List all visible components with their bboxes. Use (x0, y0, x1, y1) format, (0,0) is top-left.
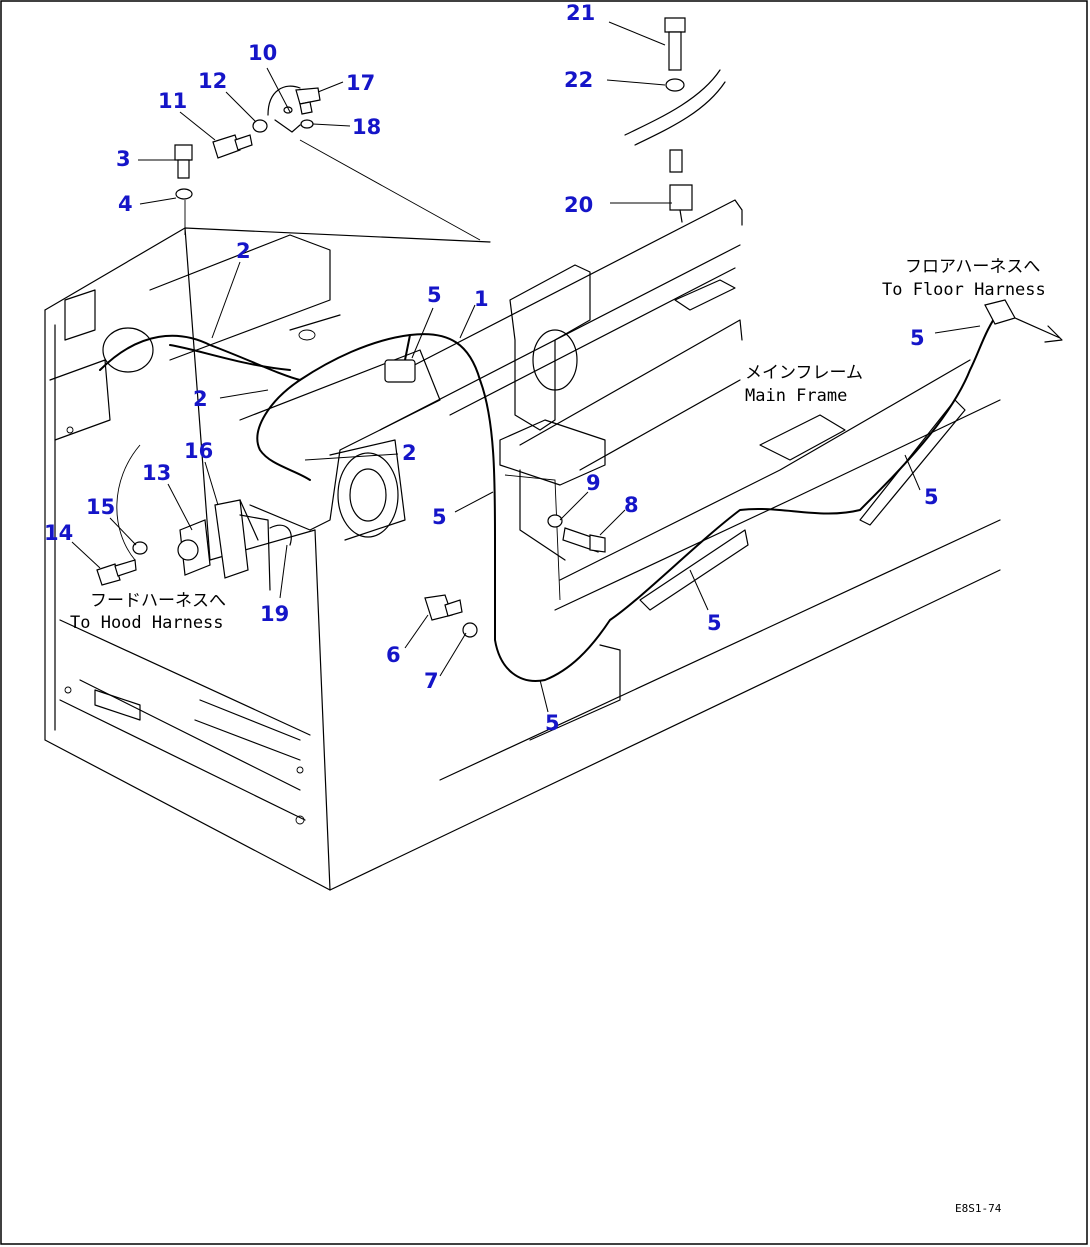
floor-harness-connector (984, 299, 1016, 325)
annotations: フロアハーネスへ To Floor Harness メインフレーム Main F… (70, 257, 1046, 1215)
callout-2: 2 (193, 387, 208, 411)
callout-5: 5 (707, 611, 722, 635)
bolt-3-group (174, 144, 193, 200)
callout-10: 10 (248, 41, 277, 65)
callout-16: 16 (184, 439, 213, 463)
leader-lines (71, 21, 981, 713)
callout-9: 9 (586, 471, 601, 495)
callout-1: 1 (474, 287, 489, 311)
main-frame-structure (329, 199, 1001, 891)
callout-2: 2 (402, 441, 417, 465)
horn-13-group (96, 519, 211, 586)
note-floor-harness-en: To Floor Harness (882, 280, 1046, 300)
callout-11: 11 (158, 89, 187, 113)
callout-22: 22 (564, 68, 593, 92)
callout-15: 15 (86, 495, 115, 519)
callout-5: 5 (924, 485, 939, 509)
bracket-16-group (214, 499, 292, 591)
harness-branch-upper (169, 344, 291, 371)
harness-branch-connector (404, 334, 411, 361)
callout-14: 14 (44, 521, 73, 545)
bolt-21-group (624, 17, 726, 223)
harness-branch-left (256, 379, 311, 481)
note-floor-harness-jp: フロアハーネスへ (905, 257, 1040, 277)
callout-13: 13 (142, 461, 171, 485)
bolt-6-group (424, 594, 478, 638)
callout-labels: 1 2 2 2 3 4 5 5 5 5 5 5 6 7 8 9 10 11 12… (44, 1, 939, 735)
callout-21: 21 (566, 1, 595, 25)
harness-main-run (99, 309, 1001, 682)
callout-12: 12 (198, 69, 227, 93)
note-main-frame-jp: メインフレーム (745, 363, 863, 383)
callout-18: 18 (352, 115, 381, 139)
drawing-code: E8S1-74 (955, 1202, 1002, 1215)
callout-5: 5 (427, 283, 442, 307)
callout-5: 5 (545, 711, 560, 735)
callout-2: 2 (236, 239, 251, 263)
sensor-10-group (267, 85, 321, 133)
callout-19: 19 (260, 602, 289, 626)
callout-7: 7 (424, 669, 439, 693)
callout-5: 5 (910, 326, 925, 350)
callout-8: 8 (624, 493, 639, 517)
note-main-frame-en: Main Frame (745, 386, 847, 406)
callout-5: 5 (432, 505, 447, 529)
note-hood-harness-jp: フードハーネスへ (90, 591, 226, 611)
note-hood-harness-en: To Hood Harness (70, 613, 224, 633)
wiring-harness (99, 309, 1001, 682)
bolt-11-group (212, 119, 268, 159)
hood-body-structure (44, 227, 491, 891)
bolt-8-group (547, 514, 606, 553)
floor-harness-arrow (1014, 317, 1063, 343)
callout-20: 20 (564, 193, 593, 217)
callout-6: 6 (386, 643, 401, 667)
callout-17: 17 (346, 71, 375, 95)
assembly-leader-top (184, 139, 481, 241)
callout-4: 4 (118, 192, 133, 216)
harness-connector (384, 359, 416, 383)
callout-3: 3 (116, 147, 131, 171)
